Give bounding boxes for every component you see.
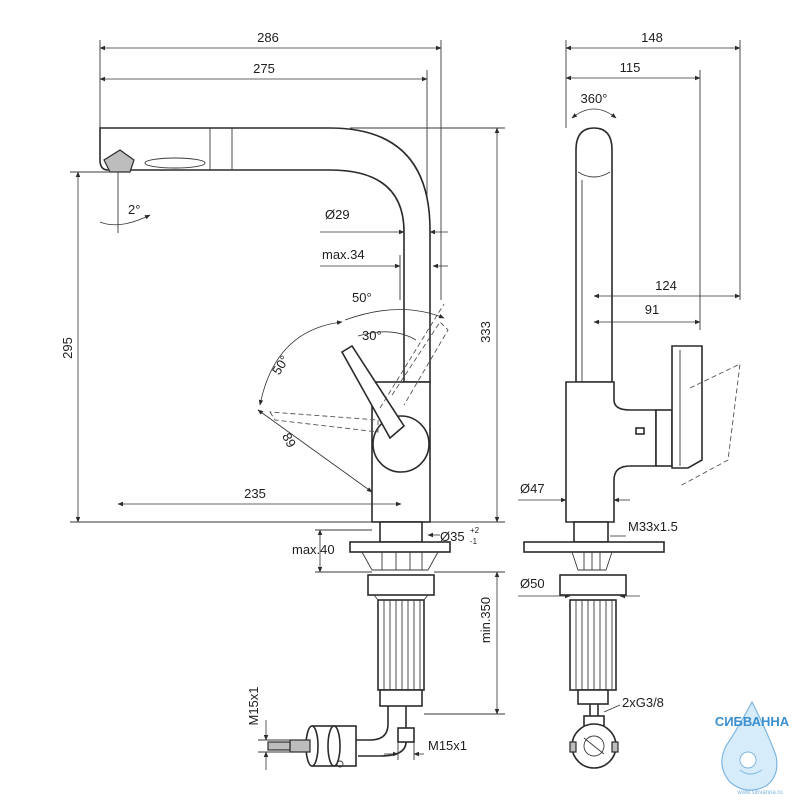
dim-115-label: 115	[620, 60, 641, 75]
spray-nozzle	[103, 149, 135, 173]
water-drop-icon	[721, 700, 778, 791]
base-diameter-label: Ø47	[520, 481, 545, 496]
lever-angle-30: 30°	[362, 328, 382, 343]
lever-length-label: 89	[279, 430, 299, 450]
hole-diameter-label: Ø35	[440, 529, 465, 544]
threaded-shank	[377, 599, 425, 691]
dim-124-label: 124	[655, 278, 677, 293]
lever-handle-front	[655, 409, 673, 467]
tap-body-front	[565, 381, 657, 523]
hose-thread-horizontal-label: M15x1	[428, 738, 467, 753]
spout-diameter-label: Ø29	[325, 207, 350, 222]
dim-91-label: 91	[645, 302, 659, 317]
threaded-shank-front	[569, 599, 617, 691]
lever-handle	[340, 344, 406, 440]
spout-arm	[99, 127, 431, 383]
plate-diameter-label: Ø50	[520, 576, 545, 591]
dim-275-label: 275	[253, 61, 275, 76]
water-drop-logo: СИБВАННА www.sibvanna.ru	[715, 700, 790, 796]
dim-286-label: 286	[257, 30, 279, 45]
logo-url: www.sibvanna.ru	[736, 790, 782, 796]
dim-295-label: 295	[60, 337, 75, 359]
dim-148-label: 148	[641, 30, 663, 45]
side-view: 286 275 2° Ø29 max.34	[60, 30, 505, 770]
connection-label: 2xG3/8	[622, 695, 664, 710]
dim-235-label: 235	[244, 486, 266, 501]
hose-thread-vertical-label: M15x1	[246, 686, 261, 725]
lever-angle-50-left: 50°	[269, 353, 292, 378]
thread-label: M33x1.5	[628, 519, 678, 534]
max34-label: max.34	[322, 247, 365, 262]
front-view: 148 115 360° 124 91 Ø47	[518, 30, 741, 769]
lever-angle-50-top: 50°	[352, 290, 372, 305]
counter-plate	[349, 541, 451, 553]
logo-name: СИБВАННА	[715, 714, 790, 729]
rotation-label: 360°	[581, 91, 608, 106]
hole-tol-plus: +2	[470, 526, 480, 535]
spout-column-front	[575, 127, 613, 383]
tilt-angle-label: 2°	[128, 202, 140, 217]
dim-333-label: 333	[478, 321, 493, 343]
max40-label: max.40	[292, 542, 335, 557]
hole-tol-minus: -1	[470, 537, 478, 546]
counter-plate-front	[523, 541, 665, 553]
min350-label: min.350	[478, 597, 493, 643]
